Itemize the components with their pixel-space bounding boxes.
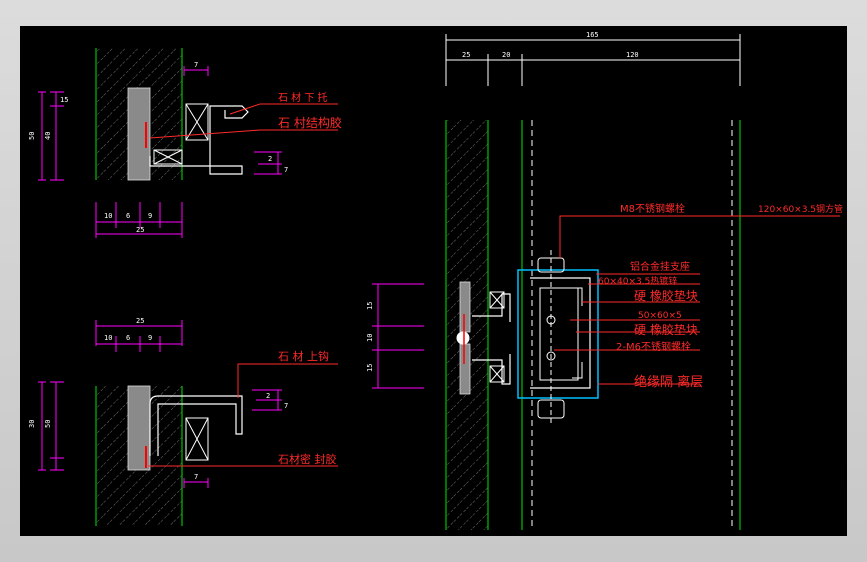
aluminum-hook — [149, 395, 243, 456]
dim-bottom-25: 25 — [136, 226, 144, 234]
dim-bottom-9: 9 — [148, 212, 152, 220]
hook-lower — [472, 354, 511, 385]
joint-backer-rod — [456, 331, 470, 345]
small-block-top — [153, 149, 183, 165]
pad-upper-r-x — [489, 291, 505, 309]
dim-b-top-9: 9 — [148, 334, 152, 342]
alloy-support — [517, 269, 599, 399]
label-alloy: 铝合金挂支座 — [630, 260, 690, 273]
dims-right-top — [445, 34, 741, 86]
label-pad-size: 50×60×5 — [638, 311, 682, 321]
dims-right-left — [372, 283, 424, 389]
channel-inner — [539, 287, 579, 381]
dim-b-top-10: 10 — [104, 334, 112, 342]
m6-bolt-2 — [546, 351, 556, 361]
m6-bolt-1 — [546, 315, 556, 325]
dim-seg-25: 25 — [462, 51, 470, 59]
cad-drawing: 石 材 下 托 石 村结构胶 7 15 40 50 10 6 9 25 2 — [28, 31, 843, 530]
dim-left-15b: 15 — [366, 364, 374, 372]
dim-seg-120: 120 — [626, 51, 639, 59]
pad-upper-r — [489, 291, 505, 309]
dim-top-height-40: 40 — [44, 132, 52, 140]
label-upper-hook: 石 材 上钩 — [278, 349, 329, 363]
label-pad2: 硬 橡胶垫块 — [634, 322, 698, 337]
dim-bottom-6: 6 — [126, 212, 130, 220]
label-bolt: M8不锈钢螺栓 — [620, 202, 685, 215]
label-structural-glue: 石 村结构胶 — [278, 115, 342, 130]
dim-right-2: 2 — [268, 155, 272, 163]
rubber-block-bottom — [185, 417, 209, 461]
cad-canvas: 石 材 下 托 石 村结构胶 7 15 40 50 10 6 9 25 2 — [20, 26, 847, 536]
dim-b-top-6: 6 — [126, 334, 130, 342]
aluminum-profile-top — [149, 105, 249, 175]
rubber-block-top — [185, 103, 209, 141]
bolt-head-top — [537, 257, 565, 273]
small-block-top-x — [153, 149, 183, 165]
label-angle: 60×40×3.5热镀锌 — [598, 275, 677, 287]
side-plates — [572, 287, 583, 379]
dim-left-10: 10 — [366, 334, 374, 342]
dim-top-height-50: 50 — [28, 132, 36, 140]
dim-right-7: 7 — [284, 166, 288, 174]
label-pad1: 硬 橡胶垫块 — [634, 288, 698, 303]
label-sealant: 石材密 封胶 — [278, 452, 337, 466]
detail-section: 165 25 20 120 — [366, 31, 843, 530]
pad-lower-r-x — [489, 365, 505, 383]
label-isolation: 绝缘隔 离层 — [634, 374, 703, 390]
label-lower-bracket: 石 材 下 托 — [278, 91, 328, 104]
dim-b-right-7: 7 — [284, 402, 288, 410]
dim-bottom-10: 10 — [104, 212, 112, 220]
label-tube: 120×60×3.5钢方管 — [758, 203, 843, 215]
leader-bolt — [559, 215, 710, 258]
label-m6: 2-M6不锈钢螺栓 — [616, 340, 691, 353]
stone-right-upper — [459, 281, 471, 333]
stone-panel-top — [127, 87, 151, 181]
detail-lower-bracket: 石 材 下 托 石 村结构胶 7 15 40 50 10 6 9 25 2 — [28, 48, 342, 238]
pad-lower-r — [489, 365, 505, 383]
leader-upper-hook — [237, 363, 338, 398]
dim-b-top-25: 25 — [136, 317, 144, 325]
dims-top-left — [38, 66, 282, 238]
dim-total-165: 165 — [586, 31, 599, 39]
dims-bottom-left — [38, 320, 282, 488]
leader-lower-bracket — [229, 103, 338, 115]
dim-b-right-2: 2 — [266, 392, 270, 400]
bolt-head-bottom — [537, 399, 565, 419]
dim-top-width-7: 7 — [194, 61, 198, 69]
dim-seg-20: 20 — [502, 51, 510, 59]
dim-b-bottom-7: 7 — [194, 473, 198, 481]
detail-upper-hook: 石 材 上钩 石材密 封胶 25 10 6 9 50 30 2 7 7 — [28, 317, 338, 526]
dim-b-height-30: 30 — [28, 420, 36, 428]
dim-left-15a: 15 — [366, 302, 374, 310]
stone-right-lower — [459, 343, 471, 395]
dim-top-height-15: 15 — [60, 96, 68, 104]
angle-steel — [530, 277, 591, 389]
leader-structural-glue — [149, 129, 338, 139]
dim-b-height-50: 50 — [44, 420, 52, 428]
rubber-block-bottom-x — [185, 417, 209, 461]
